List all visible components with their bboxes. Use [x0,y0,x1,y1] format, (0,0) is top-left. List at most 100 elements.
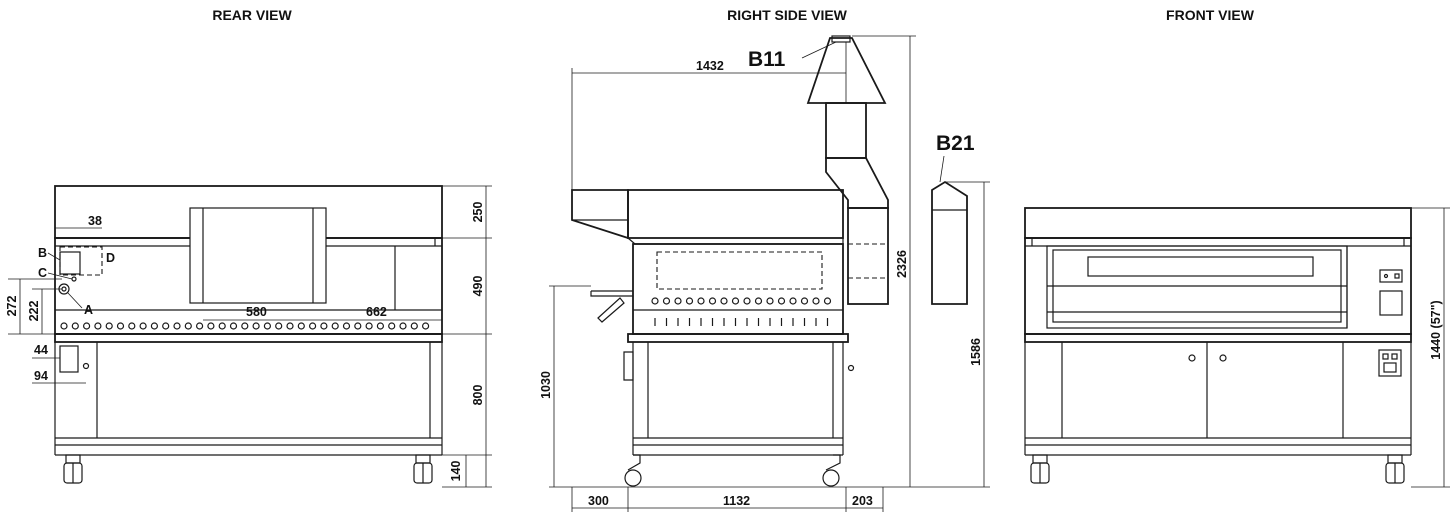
vent-hole [697,297,705,305]
vent-hole [139,322,147,330]
vent-hole [105,322,113,330]
rear-vent-holes [60,322,430,330]
side-door-handle [590,290,633,297]
vent-hole [354,322,362,330]
dim-94: 94 [34,369,48,383]
dim-1030: 1030 [539,371,553,399]
vent-hole [116,322,125,330]
front-oven-door [1046,245,1348,329]
label-b11: B11 [748,48,786,71]
side-view-drawing: B21 B11 1432 2326 1586 1030 300 1132 203 [539,35,990,512]
side-stand-top [627,333,849,343]
vent-hole [410,322,418,330]
vent-hole [720,297,728,305]
vent-hole [60,322,68,330]
vent-hole [150,322,158,330]
dim-800: 800 [471,385,485,406]
vent-hole [286,322,294,330]
vent-hole [320,322,328,330]
dim-250: 250 [471,202,485,223]
vent-hole [173,322,181,330]
front-hood-panel [1024,207,1412,239]
vent-hole [263,322,271,330]
vent-hole [365,322,373,330]
vent-hole [94,322,102,330]
vent-hole [331,322,339,330]
connection-box-outline [59,246,103,276]
side-chimney-cap [806,37,887,104]
side-hood-flange [571,189,629,240]
vent-hole [82,322,91,330]
rear-view-title: REAR VIEW [212,7,292,23]
dim-2326: 2326 [895,250,909,278]
dim-662: 662 [366,305,387,319]
front-wheel-right [1385,454,1405,484]
vent-hole [399,322,407,330]
side-oven-chamber [656,251,823,290]
vent-hole [777,297,786,305]
vent-hole [708,297,717,305]
front-view-title: FRONT VIEW [1166,7,1255,23]
side-chimney-pipe [825,102,867,159]
vent-hole [252,322,260,330]
side-chimney-elbow [825,157,889,209]
rear-socket [59,345,79,373]
rear-stand-top [54,333,443,343]
front-wheel-left [1030,454,1050,484]
dim-300: 300 [588,494,609,508]
vent-hole [766,297,774,305]
right-side-view-title: RIGHT SIDE VIEW [727,7,848,23]
vent-hole [823,297,832,305]
vent-hole [674,297,682,305]
dim-203: 203 [852,494,873,508]
vent-hole [207,322,215,330]
vent-hole [812,297,820,305]
dim-1440: 1440 (57") [1429,300,1443,359]
dim-1132: 1132 [723,494,750,508]
vent-hole [128,322,136,330]
front-view-drawing: 1440 (57") [1024,207,1450,488]
vent-hole [241,322,249,330]
dim-38: 38 [88,214,102,228]
side-b21-duct [931,180,968,305]
side-exhaust-duct [847,207,889,305]
front-display-panel [1379,269,1403,283]
label-c: C [38,266,47,280]
dim-140: 140 [449,461,463,482]
front-stand-top [1024,333,1412,343]
vent-hole [309,322,317,330]
vent-hole [229,322,238,330]
vent-hole [651,297,659,305]
vent-hole [342,322,351,330]
vent-hole [422,322,430,330]
front-control-panel [1379,290,1403,316]
front-socket-panel [1378,349,1402,377]
side-control-box [623,351,634,381]
dim-1586: 1586 [969,338,983,366]
vent-hole [731,297,740,305]
dim-490: 490 [471,276,485,297]
vent-hole [743,297,751,305]
vent-hole [275,322,283,330]
label-d: D [106,251,115,265]
vent-hole [754,297,763,305]
side-wheel-right [822,454,841,487]
side-vent-holes [651,297,832,326]
rear-cover-panel [189,207,327,304]
vent-hole [297,322,305,330]
dim-1432: 1432 [696,59,724,73]
vent-hole [388,322,396,330]
label-b21: B21 [936,132,975,155]
vent-hole [662,297,671,305]
vent-hole [196,322,204,330]
front-door-window [1087,256,1314,277]
rear-wheel-left [63,454,83,484]
vent-hole [789,297,797,305]
front-door-knob-left [1188,354,1196,362]
side-wheel-left [624,454,642,487]
side-top-body [627,189,844,239]
dim-222: 222 [27,301,41,322]
dim-580: 580 [246,305,267,319]
vent-hole [184,322,192,330]
